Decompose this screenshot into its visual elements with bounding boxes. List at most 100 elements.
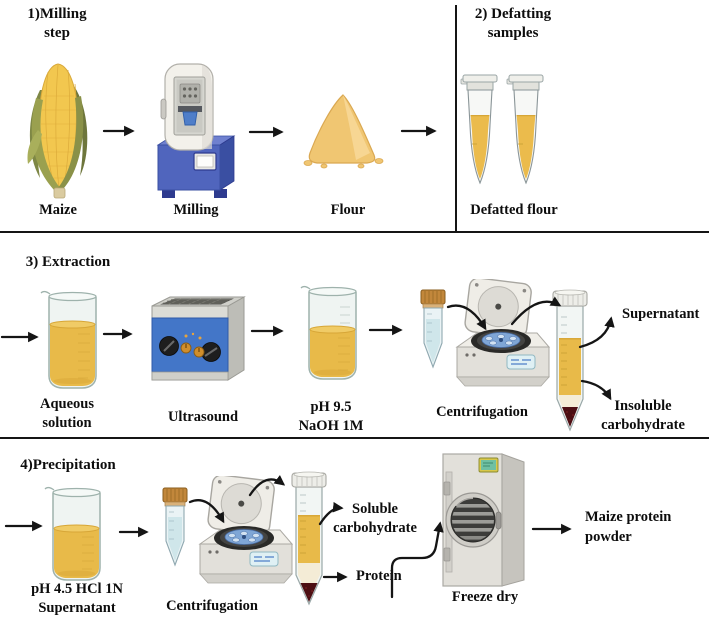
section4-title: 4)Precipitation (20, 457, 116, 473)
defatted-flour-tubes-illustration (460, 74, 544, 185)
tower-handle (160, 98, 167, 120)
aqueous-solution-label: Aqueous solution (40, 396, 94, 431)
grinder-bar (178, 106, 202, 112)
tube-ticks (169, 511, 174, 540)
beaker-rim (52, 487, 101, 498)
graduation-marks (78, 333, 90, 379)
aqueous-beaker-illustration (40, 290, 97, 389)
beaker-liquid (54, 528, 99, 578)
soluble-layer (298, 515, 320, 563)
flour-highlight (343, 95, 370, 160)
section2-title: 2) Defatting samples (474, 6, 552, 41)
grinder-plate (179, 83, 201, 104)
tube-ticks-liquid (300, 520, 306, 554)
separated-tube-precipitation-illustration (291, 471, 327, 606)
flour-pile-illustration (303, 94, 384, 169)
door-hinge (443, 481, 451, 496)
centrifuge-skirt (456, 376, 550, 387)
kernel-lines (41, 64, 77, 189)
tube-ticks-liquid (561, 344, 567, 386)
flour-crumb (374, 158, 384, 164)
naoh-beaker-illustration (300, 285, 357, 380)
ultrasound-bath-illustration (151, 296, 246, 381)
hcl-beaker-illustration (44, 486, 101, 581)
maize-label: Maize (39, 202, 77, 218)
centrifuge-skirt (199, 573, 293, 584)
tube-ticks-top (300, 494, 306, 512)
centrifugation-label-precipitation: Centrifugation (166, 598, 258, 614)
panel-markers (184, 332, 202, 340)
husk-leaf-front-right (57, 96, 84, 193)
collection-cup (182, 111, 198, 126)
supernatant-layer (559, 338, 581, 395)
door-hinge (443, 547, 451, 562)
maize-stem (53, 187, 66, 199)
dryer-screen (481, 460, 496, 470)
beaker-rim (48, 291, 97, 302)
centrifuge-illustration (455, 279, 551, 387)
microtube (506, 74, 544, 185)
rotor-tubes (485, 334, 517, 346)
centrifugation-label-extraction: Centrifugation (436, 404, 528, 420)
microtube (460, 74, 498, 185)
bath-base (151, 371, 229, 381)
tube-liquid (470, 115, 490, 179)
protein-pellet (300, 583, 318, 602)
freeze-dry-label: Freeze dry (451, 589, 519, 605)
centrifuge-display (249, 551, 279, 567)
section3-title: 3) Extraction (25, 254, 111, 270)
tube-liquid (516, 115, 536, 179)
machine-foot (214, 189, 227, 198)
bath-side (227, 296, 245, 381)
machine-foot (162, 189, 175, 198)
beaker-liquid (310, 329, 355, 377)
centrifuge-display (506, 354, 536, 370)
separated-tube-extraction-illustration (552, 289, 588, 432)
protein-label: Protein (356, 568, 402, 584)
rotor-tubes (228, 531, 260, 543)
pale-layer (559, 395, 581, 407)
soluble-carbohydrate-label: Soluble carbohydrate (333, 501, 417, 536)
beaker-spout (40, 290, 51, 295)
falcon-tube-illustration (162, 487, 188, 567)
beaker-spout (300, 285, 311, 290)
graduation-marks (82, 536, 94, 570)
bath-mesh (163, 298, 231, 305)
hcl-supernatant-label: pH 4.5 HCl 1N Supernatant (31, 581, 123, 616)
base-side (219, 135, 235, 191)
supernatant-label: Supernatant (622, 306, 700, 322)
pale-layer (298, 563, 320, 583)
divider-horizontal-2 (0, 437, 709, 439)
defatted-flour-label: Defatted flour (470, 202, 558, 218)
freeze-dryer-illustration (442, 453, 525, 587)
beaker-rim (308, 286, 357, 297)
flour-label: Flour (330, 202, 366, 218)
tube-ticks (427, 313, 432, 342)
flour-crumb (320, 163, 328, 169)
flour-crumb (357, 163, 365, 169)
grinder-dots (182, 87, 198, 98)
dryer-side (501, 453, 525, 587)
husk-leaf-curl (27, 130, 42, 164)
door-handle (495, 511, 502, 530)
husk-leaf-front-left (31, 98, 63, 194)
divider-horizontal-1 (0, 231, 709, 233)
beaker-spout (44, 486, 55, 491)
milling-machine-illustration (156, 63, 236, 198)
tube-liquid (168, 517, 182, 561)
flour-crumb (303, 160, 313, 166)
centrifuge-illustration (198, 476, 294, 584)
tube-liquid (426, 319, 440, 363)
naoh-label: pH 9.5 NaOH 1M (298, 399, 364, 434)
falcon-tube-illustration (420, 289, 446, 369)
section1-title: 1)Milling step (27, 6, 87, 41)
divider-vertical-defatting (455, 5, 457, 232)
ultrasound-label: Ultrasound (167, 409, 239, 425)
maize-illustration (27, 63, 88, 199)
dryer-shelves (452, 504, 494, 540)
tube-ticks-top (561, 316, 567, 334)
insoluble-carbohydrate-label: Insoluble carbohydrate (601, 398, 685, 433)
maize-protein-powder-label: Maize protein powder (585, 509, 672, 546)
beaker-liquid (50, 324, 95, 386)
